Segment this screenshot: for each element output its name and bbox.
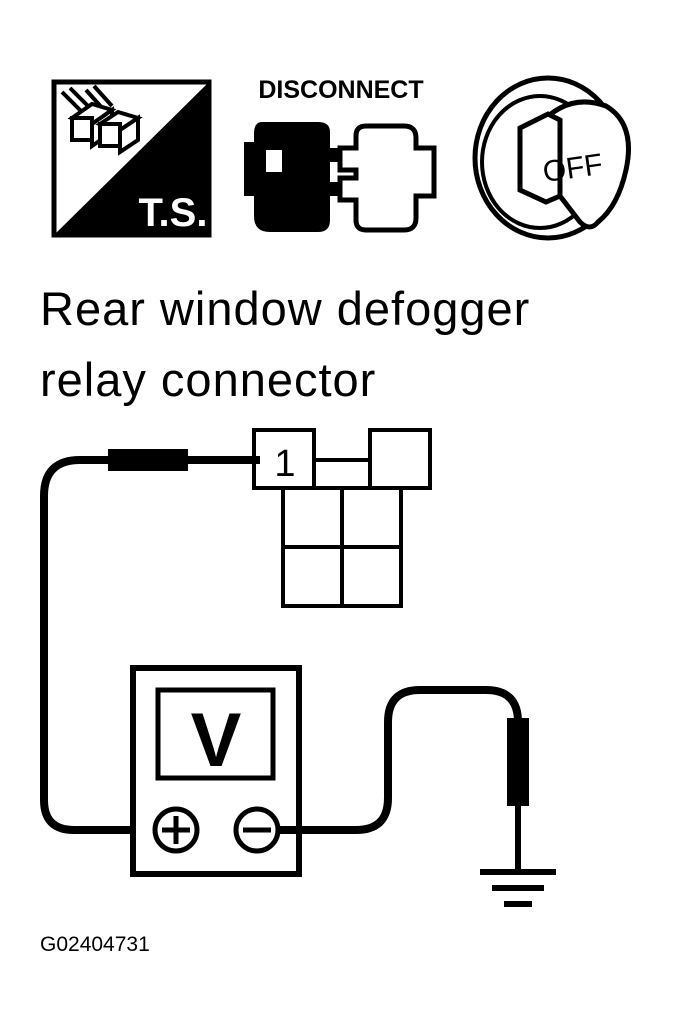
terminal-1-cavity: [252, 428, 316, 490]
ts-icon: T.S.: [51, 79, 212, 238]
caption-line-2: relay connector: [40, 353, 377, 406]
relay-boxes-icon: [60, 84, 143, 156]
meter-display-label: V: [191, 698, 242, 783]
ts-label: T.S.: [139, 191, 208, 235]
voltmeter: V: [130, 665, 302, 877]
positive-lead: [40, 449, 260, 834]
negative-probe: [507, 718, 529, 806]
terminal-2-cavity: [368, 428, 432, 490]
figure-id: G02404731: [40, 933, 150, 956]
terminal-label: 1: [274, 443, 295, 485]
minus-icon: [233, 806, 281, 854]
meter-display: [155, 687, 276, 781]
disconnect-icon: DISCONNECT: [244, 76, 437, 233]
negative-lead: [278, 686, 529, 870]
plus-icon: [152, 806, 200, 854]
relay-connector: [252, 428, 432, 608]
ignition-key-off-icon: OFF: [472, 75, 631, 241]
positive-probe: [108, 449, 188, 471]
ground-icon: [480, 869, 556, 907]
caption-line-1: Rear window defogger: [40, 282, 531, 335]
disconnect-label: DISCONNECT: [258, 76, 423, 104]
